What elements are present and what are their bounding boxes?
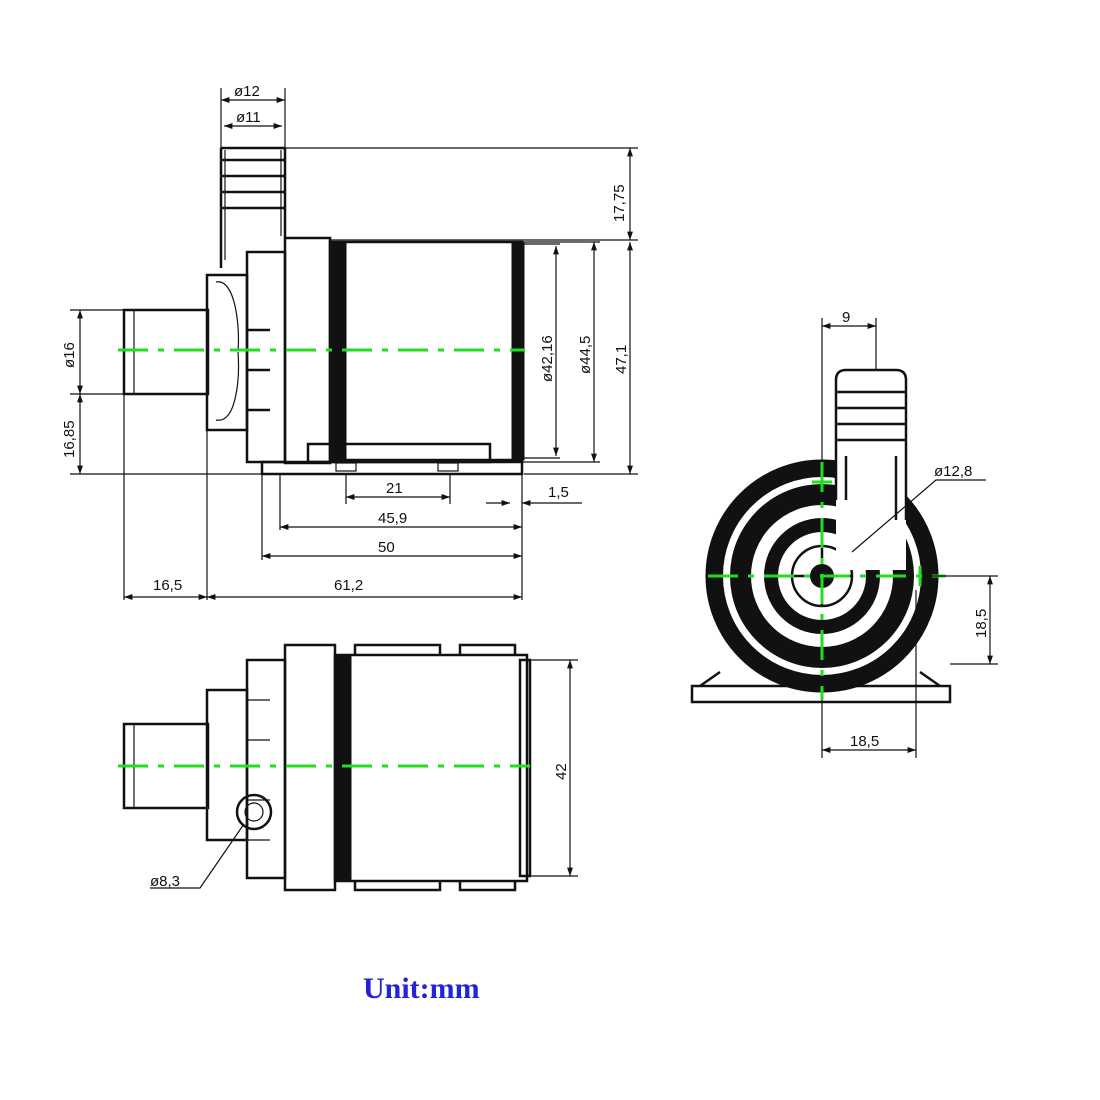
dim-outlet-center-height: 18,5 [922,575,998,665]
width-label: 42 [553,763,570,780]
outlet-nozzle [219,146,287,268]
body-dia-inner-label: ø42,16 [539,335,556,382]
outlet-offset-label: 9 [842,309,850,326]
dim-impeller: ø12,8 [851,463,986,553]
base-length-label: 45,9 [378,510,407,527]
total-length-label: 61,2 [334,577,363,594]
total-height-label: 47,1 [613,345,630,374]
body-length-label: 50 [378,539,395,556]
dim-horizontal: 21 1,5 45,9 50 16,5 61,2 [123,394,582,600]
impeller-dia-label: ø12,8 [934,463,972,480]
dim-outlet-offset: 9 [821,309,877,462]
inlet-nozzle [122,308,210,396]
dim-cable: ø8,3 [150,823,245,890]
mount-spacing-label: 21 [386,480,403,497]
outlet-outer-dia-label: ø12 [234,83,260,100]
top-view: 42 ø8,3 [118,643,578,892]
inlet-height-label: 16,85 [61,420,78,458]
edge-offset-label: 1,5 [548,484,569,501]
front-view: 9 ø12,8 18,5 18,5 [690,309,998,758]
dim-outlet-center-offset: 18,5 [821,590,917,758]
cable-dia-label: ø8,3 [150,873,180,890]
dim-width: 42 [527,659,578,877]
outlet-center-offset-label: 18,5 [850,733,879,750]
outlet-nozzle-front [834,368,908,570]
pump-body-side [205,236,525,476]
side-view: ø12 ø11 17,75 ø42,16 ø44,5 47,1 ø16 16,8… [61,83,638,600]
inlet-dia-label: ø16 [61,342,78,368]
outlet-height-label: 17,75 [611,184,628,222]
inlet-length-label: 16,5 [153,577,182,594]
cable-gland [235,793,273,831]
dim-outlet-diameter: ø12 ø11 [220,83,286,148]
unit-label: Unit:mm [363,972,480,1005]
outlet-inner-dia-label: ø11 [236,109,261,126]
dim-outlet-height: 17,75 [285,147,638,241]
dim-body-diameters: ø42,16 ø44,5 47,1 [522,241,638,475]
dim-inlet: ø16 16,85 [61,309,262,475]
outlet-center-height-label: 18,5 [973,609,990,638]
body-dia-outer-label: ø44,5 [577,336,594,374]
